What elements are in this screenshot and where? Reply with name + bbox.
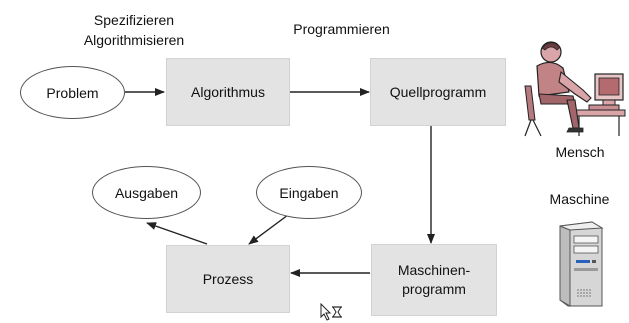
- node-prozess: Prozess: [166, 245, 290, 313]
- arrow-prozess-to-ausgaben: [146, 222, 208, 245]
- step-label-spezifizieren: Spezifizieren: [93, 12, 175, 28]
- node-problem-label: Problem: [46, 84, 99, 101]
- node-eingaben-label: Eingaben: [279, 184, 339, 201]
- node-problem: Problem: [20, 66, 125, 119]
- node-maschinenprogramm: Maschinen- programm: [371, 244, 497, 316]
- node-algorithmus-label: Algorithmus: [191, 83, 265, 100]
- node-ausgaben-label: Ausgaben: [114, 184, 179, 201]
- node-maschinenprogramm-line1: Maschinen-: [397, 262, 471, 278]
- node-eingaben: Eingaben: [256, 166, 362, 219]
- node-quellprogramm-label: Quellprogramm: [389, 83, 487, 100]
- mouse-cursor-busy-icon: [320, 303, 342, 321]
- actor-label-mensch: Mensch: [555, 144, 605, 160]
- node-quellprogramm: Quellprogramm: [370, 58, 506, 126]
- arrow-eingaben-to-prozess: [248, 211, 293, 245]
- node-ausgaben: Ausgaben: [92, 166, 201, 219]
- node-algorithmus: Algorithmus: [166, 58, 290, 126]
- node-maschinenprogramm-line2: programm: [402, 281, 466, 297]
- node-prozess-label: Prozess: [202, 270, 254, 287]
- step-label-programmieren: Programmieren: [293, 21, 390, 37]
- person-at-computer-icon: [524, 41, 626, 137]
- actor-label-maschine: Maschine: [549, 191, 610, 207]
- step-label-algorithmisieren: Algorithmisieren: [83, 32, 185, 48]
- computer-tower-icon: [559, 221, 604, 307]
